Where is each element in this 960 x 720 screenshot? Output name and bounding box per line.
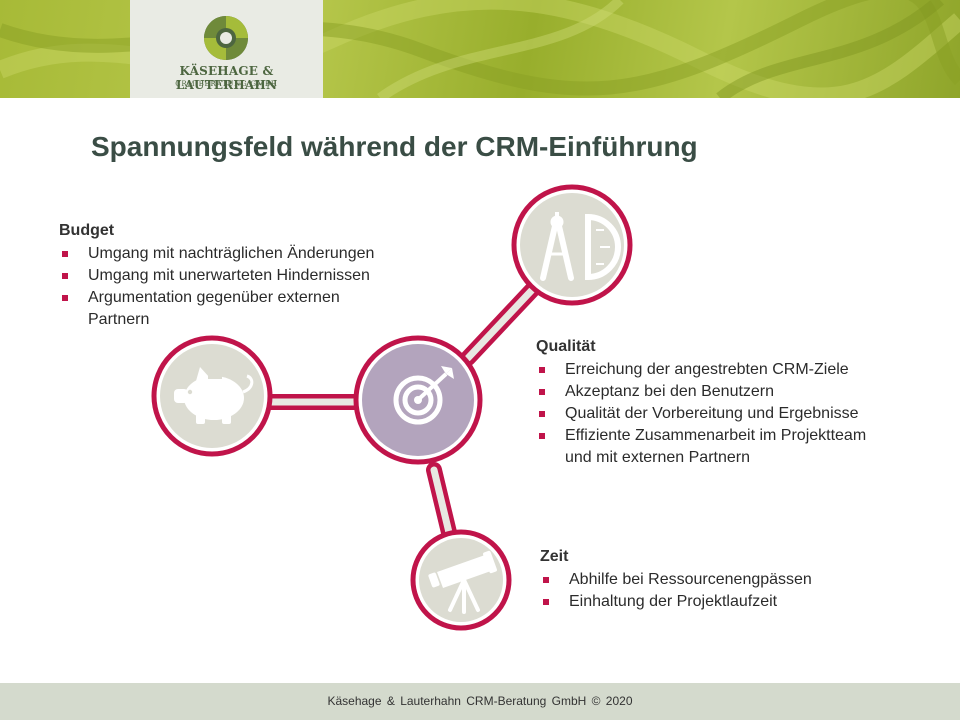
- quality-section: Qualität Erreichung der angestrebten CRM…: [536, 338, 936, 469]
- time-section: Zeit Abhilfe bei Ressourcenengpässen Ein…: [540, 548, 940, 613]
- quality-heading: Qualität: [536, 338, 596, 355]
- slide-title: Spannungsfeld während der CRM-Einführung: [91, 131, 698, 162]
- company-subtitle: CRM-BERATUNG GMBH: [175, 80, 278, 88]
- list-item: Einhaltung der Projektlaufzeit: [540, 591, 940, 613]
- header-banner: KÄSEHAGE & LAUTERHAHN CRM-BERATUNG GMBH: [0, 0, 960, 98]
- company-name: KÄSEHAGE & LAUTERHAHN: [175, 64, 278, 92]
- budget-section: Budget Umgang mit nachträglichen Änderun…: [59, 222, 459, 331]
- budget-heading: Budget: [59, 222, 115, 239]
- compass-ruler-icon: [540, 212, 621, 281]
- footer-copyright: Käsehage & Lauterhahn CRM-Beratung GmbH …: [327, 694, 633, 708]
- list-item: Effiziente Zusammenarbeit im Projektteam…: [536, 425, 895, 469]
- logo-swirl-icon: [204, 16, 248, 60]
- piggy-bank-icon: [174, 367, 254, 424]
- list-item: Umgang mit nachträglichen Änderungen: [59, 243, 459, 265]
- budget-list: Umgang mit nachträglichen Änderungen Umg…: [59, 243, 459, 331]
- quality-node: [511, 184, 633, 306]
- time-list: Abhilfe bei Ressourcenengpässen Einhaltu…: [540, 569, 940, 613]
- telescope-icon: [428, 550, 497, 614]
- list-item: Abhilfe bei Ressourcenengpässen: [540, 569, 940, 591]
- time-heading: Zeit: [540, 548, 569, 565]
- list-item: Akzeptanz bei den Benutzern: [536, 381, 936, 403]
- footer-bar: Käsehage & Lauterhahn CRM-Beratung GmbH …: [0, 683, 960, 720]
- list-item: Erreichung der angestrebten CRM-Ziele: [536, 359, 936, 381]
- list-item: Argumentation gegenüber externen Partner…: [59, 287, 388, 331]
- company-logo: KÄSEHAGE & LAUTERHAHN CRM-BERATUNG GMBH: [130, 0, 323, 98]
- list-item: Qualität der Vorbereitung und Ergebnisse: [536, 403, 936, 425]
- quality-list: Erreichung der angestrebten CRM-Ziele Ak…: [536, 359, 936, 469]
- list-item: Umgang mit unerwarteten Hindernissen: [59, 265, 459, 287]
- target-icon: [393, 366, 454, 425]
